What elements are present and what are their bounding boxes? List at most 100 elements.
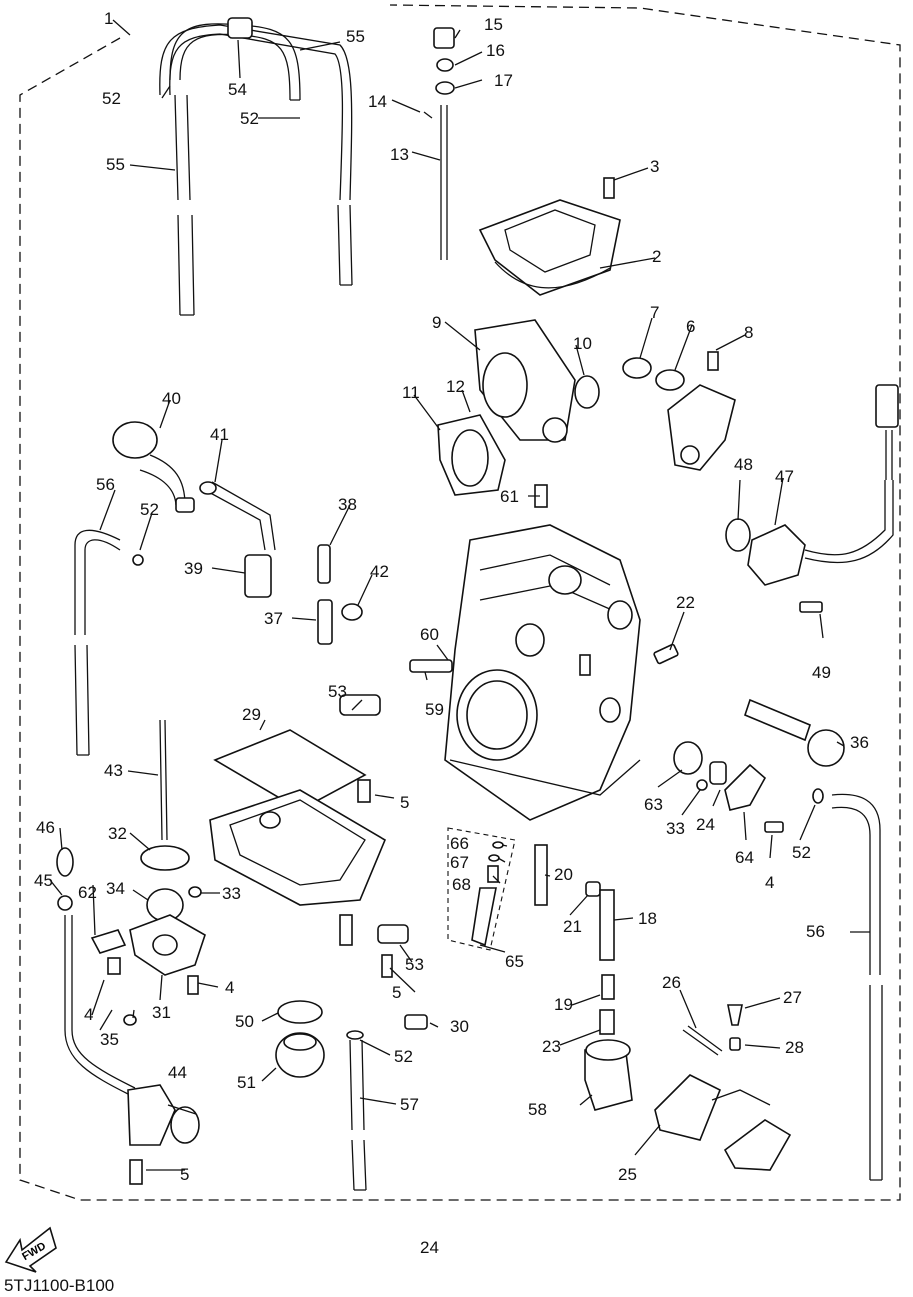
callout-label: 65 [505,952,524,971]
lever-group [622,351,736,471]
jet-needle-group [423,27,455,260]
callout-label: 42 [370,562,389,581]
callout-label: 53 [405,955,424,974]
callout-label: 11 [402,383,420,402]
callout-label: 13 [390,145,409,164]
assembly-boundary [19,4,901,1201]
callout-label: 10 [573,334,592,353]
callout-label: 33 [222,884,241,903]
callout-label: 38 [338,495,357,514]
callout-label: 9 [432,313,441,332]
callout-label: 53 [328,682,347,701]
callout-label: 68 [452,875,471,894]
callout-label: 4 [765,873,774,892]
callout-label: 59 [425,700,444,719]
carburetor-body [444,524,641,821]
callout-label: 3 [650,157,659,176]
callout-label: 56 [806,922,825,941]
needle-kit-box [447,827,516,951]
callout-label: 55 [106,155,125,174]
overflow-hose [346,1030,367,1191]
callout-label: 52 [394,1047,413,1066]
callout-labels: 1 2 3 4 4 4 5 5 5 6 7 8 9 10 11 12 13 14… [34,9,869,1184]
callout-label: 55 [346,27,365,46]
callout-label: 5 [180,1165,189,1184]
top-cover-group [478,177,621,296]
diaphragm-group [56,719,202,922]
callout-label: 12 [446,377,465,396]
callout-label: 46 [36,818,55,837]
callout-label: 16 [486,41,505,60]
air-vent-fittings [112,421,363,645]
callout-label: 57 [400,1095,419,1114]
callout-label: 17 [494,71,513,90]
callout-label: 40 [162,389,181,408]
callout-label: 32 [108,824,127,843]
jet-group [534,844,615,1035]
callout-label: 26 [662,973,681,992]
callout-label: 62 [78,883,97,902]
callout-label: 23 [542,1037,561,1056]
hot-start-plunger [744,698,845,767]
callout-label: 4 [84,1005,93,1024]
callout-label: 5 [400,793,409,812]
page-number: 24 [420,1238,439,1257]
callout-label: 54 [228,80,247,99]
callout-label: 52 [240,109,259,128]
callout-label: 37 [264,609,283,628]
vent-hose-group [159,17,353,316]
callout-label: 43 [104,761,123,780]
callout-label: 58 [528,1100,547,1119]
callout-label: 50 [235,1012,254,1031]
callout-label: 31 [152,1003,171,1022]
callout-label: 36 [850,733,869,752]
callout-label: 61 [500,487,519,506]
callout-label: 56 [96,475,115,494]
callout-label: 49 [812,663,831,682]
callout-label: 29 [242,705,261,724]
callout-label: 20 [554,865,573,884]
callout-label: 39 [184,559,203,578]
callout-label: 14 [368,92,387,111]
drain-plug-group [275,1000,325,1078]
callout-label: 25 [618,1165,637,1184]
callout-label: 52 [792,843,811,862]
fwd-arrow: FWD [4,1226,57,1273]
callout-label: 27 [783,988,802,1007]
callout-label: 18 [638,909,657,928]
callout-label: 4 [225,978,234,997]
callout-label: 5 [392,983,401,1002]
bottom-parts [584,1004,792,1171]
throttle-valve-group [437,319,600,496]
callout-label: 51 [237,1073,256,1092]
callout-label: 6 [686,317,695,336]
callout-label: 44 [168,1063,187,1082]
callout-label: 7 [650,303,659,322]
callout-label: 64 [735,848,754,867]
callout-label: 1 [104,9,113,28]
callout-label: 60 [420,625,439,644]
callout-label: 21 [563,917,582,936]
drain-hose-right [831,793,883,1181]
float-chamber-group [209,694,428,1030]
callout-label: 19 [554,995,573,1014]
callout-label: 67 [450,853,469,872]
callout-label: 24 [696,815,715,834]
diagram-code: 5TJ1100-B100 [4,1276,115,1295]
throttle-sensor-group [725,384,899,613]
callout-label: 28 [785,1038,804,1057]
pump-cover-group [90,914,206,1026]
callout-label: 52 [102,89,121,108]
cable-group [64,915,200,1185]
callout-label: 34 [106,879,125,898]
callout-label: 41 [210,425,229,444]
callout-label: 22 [676,593,695,612]
callout-label: 47 [775,467,794,486]
callout-label: 33 [666,819,685,838]
accelerator-pump-cover-group [673,741,824,833]
callout-label: 15 [484,15,503,34]
drain-hose-left [74,529,144,756]
callout-label: 63 [644,795,663,814]
callout-label: 45 [34,871,53,890]
